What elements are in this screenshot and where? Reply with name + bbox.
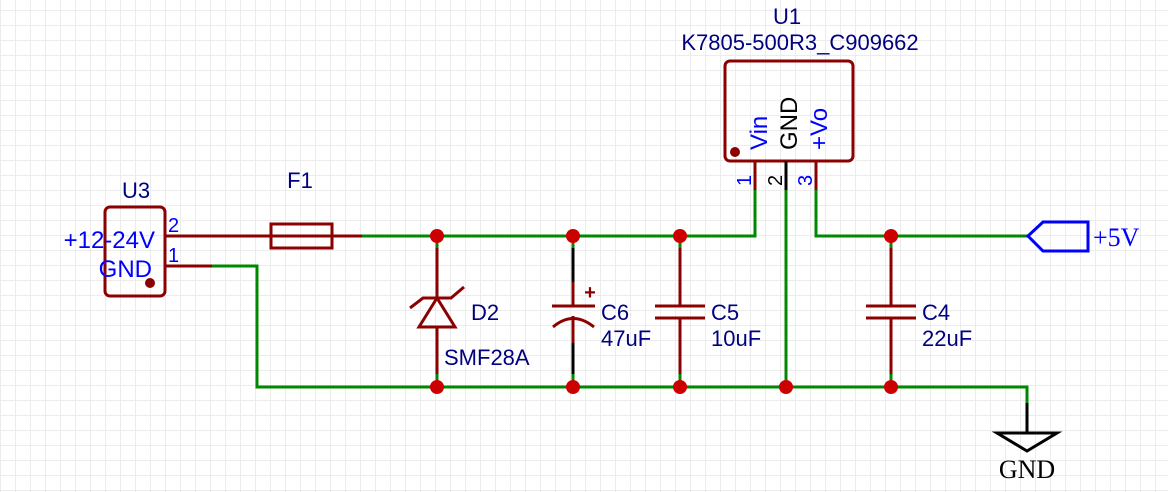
c5-designator: C5 — [711, 300, 739, 325]
component-c6[interactable]: + C6 47uF — [552, 248, 651, 374]
f1-designator: F1 — [287, 168, 313, 193]
u1-part-number: K7805-500R3_C909662 — [681, 30, 918, 55]
u1-pin-number-1: 1 — [734, 175, 756, 186]
component-c5[interactable]: C5 10uF — [655, 248, 761, 374]
d2-cathode-bar — [409, 285, 465, 310]
component-f1[interactable]: F1 — [212, 168, 362, 250]
junction-dot[interactable] — [430, 380, 444, 394]
wire-vout-net[interactable] — [814, 188, 1029, 238]
c5-value: 10uF — [711, 326, 761, 351]
wires — [210, 188, 1029, 407]
component-u1[interactable]: U1 K7805-500R3_C909662 Vin GND +Vo 1 2 3 — [681, 4, 919, 190]
u1-pin-name-vin: Vin — [746, 116, 773, 150]
wire-vin-net[interactable] — [360, 188, 757, 238]
u3-pin-name-gnd: GND — [99, 256, 152, 283]
junction-dot[interactable] — [884, 380, 898, 394]
junction-dot[interactable] — [566, 229, 580, 243]
u3-body[interactable] — [103, 205, 167, 298]
d2-triangle — [416, 295, 458, 329]
c6-value: 47uF — [601, 326, 651, 351]
u3-pin1-marker — [145, 278, 155, 288]
net-flag-5v-label: +5V — [1093, 223, 1140, 252]
d2-designator: D2 — [471, 300, 499, 325]
component-c4[interactable]: C4 22uF — [866, 248, 972, 374]
gnd-symbol-triangle[interactable] — [991, 431, 1063, 453]
d2-value: SMF28A — [444, 345, 530, 370]
u3-pin-name-vin: +12-24V — [64, 227, 155, 254]
junction-dot[interactable] — [779, 380, 793, 394]
u3-pin-number-2: 2 — [168, 215, 179, 237]
u1-pin-number-3: 3 — [795, 175, 817, 186]
u1-designator: U1 — [773, 4, 801, 29]
u3-pin-number-1: 1 — [168, 245, 179, 267]
c4-value: 22uF — [922, 326, 972, 351]
junction-dot[interactable] — [673, 229, 687, 243]
junction-dot[interactable] — [566, 380, 580, 394]
u1-pin-name-gnd: GND — [776, 97, 803, 150]
u1-pin-number-2: 2 — [765, 175, 787, 186]
wire-gnd-input[interactable] — [210, 264, 1029, 407]
net-flag-5v[interactable]: +5V — [1025, 220, 1140, 253]
u3-designator: U3 — [122, 178, 150, 203]
gnd-symbol-label: GND — [999, 455, 1055, 484]
component-u3[interactable]: U3 +12-24V GND 2 1 — [64, 178, 212, 298]
u1-body[interactable] — [723, 59, 855, 163]
gnd-symbol[interactable]: GND — [991, 403, 1063, 484]
u1-pin1-marker — [730, 147, 740, 157]
u1-pin-name-vo: +Vo — [806, 108, 833, 150]
junction-dot[interactable] — [884, 229, 898, 243]
component-d2[interactable]: D2 SMF28A — [409, 248, 530, 374]
net-flag-5v-shape[interactable] — [1025, 220, 1090, 253]
c6-designator: C6 — [601, 300, 629, 325]
junctions — [430, 229, 898, 394]
junction-dot[interactable] — [430, 229, 444, 243]
junction-dot[interactable] — [673, 380, 687, 394]
c6-polarity-mark: + — [584, 282, 596, 304]
c4-designator: C4 — [922, 300, 950, 325]
